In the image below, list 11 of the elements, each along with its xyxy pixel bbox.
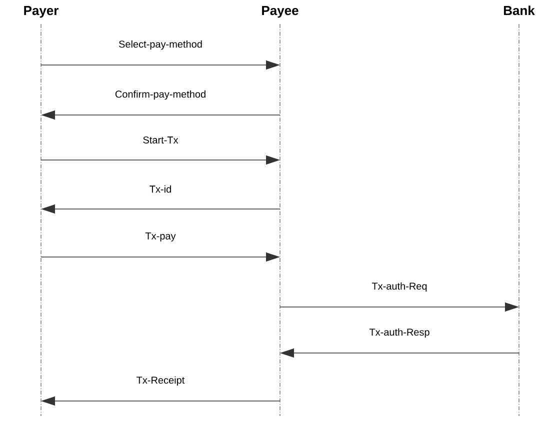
message-label: Select-pay-method: [119, 40, 202, 50]
message-label: Tx-pay: [145, 232, 176, 242]
message-label: Tx-Receipt: [136, 376, 185, 386]
participant-label: Payer: [24, 6, 59, 18]
message-label: Tx-auth-Resp: [369, 328, 430, 338]
message-label: Start-Tx: [143, 136, 178, 144]
message-label: Confirm-pay-method: [115, 90, 206, 100]
message-label: Tx-auth-Req: [372, 282, 427, 292]
message-label: Tx-id: [150, 185, 171, 193]
participant-label: Payee: [262, 6, 298, 18]
participant-label: Bank: [504, 6, 535, 16]
